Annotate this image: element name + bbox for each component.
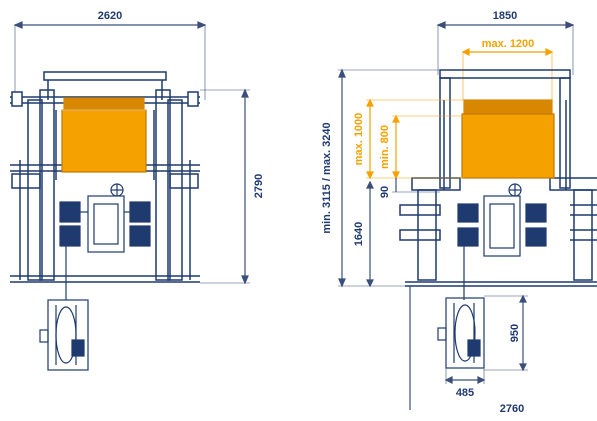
- right-drum-height-label: 950: [509, 324, 521, 342]
- right-drum-height-dimension-line: [484, 294, 528, 372]
- right-lift-max-label: max. 1000: [353, 113, 365, 166]
- right-total-height-dimension-line: [338, 68, 440, 288]
- right-gantry-frame: [399, 69, 597, 287]
- left-view: [10, 21, 250, 371]
- right-bottom-length-label: 2760: [500, 403, 524, 415]
- right-max-width-dimension-line: [461, 48, 554, 100]
- left-height-label: 2790: [253, 174, 265, 198]
- right-width-label: 1850: [493, 10, 517, 22]
- right-max-width-label: max. 1200: [482, 38, 535, 50]
- right-cargo-box: [461, 99, 555, 179]
- left-width-dimension-line: [13, 21, 207, 100]
- right-gap-label: 90: [379, 186, 391, 198]
- right-view: [338, 21, 597, 410]
- right-drum-width-label: 485: [456, 387, 474, 399]
- right-base-height-label: 1640: [353, 222, 365, 246]
- right-gap-dimension-line: [392, 178, 440, 193]
- right-cable-drum: [437, 297, 485, 369]
- left-cable-drum: [39, 299, 89, 371]
- right-total-height-label: min. 3115 / max. 3240: [321, 122, 333, 233]
- left-width-label: 2620: [98, 10, 122, 22]
- right-drum-width-dimension-line: [444, 368, 486, 384]
- right-lift-min-label: min. 800: [379, 125, 391, 169]
- left-height-dimension-line: [200, 88, 250, 285]
- right-hoist-unit: [457, 183, 547, 300]
- right-lift-min-dimension-line: [366, 114, 464, 180]
- right-base-height-dimension-line: [366, 180, 374, 288]
- left-cargo-box: [61, 97, 147, 173]
- right-lift-max-dimension-line: [366, 98, 464, 180]
- left-hoist-unit: [59, 183, 151, 300]
- right-width-dimension-line: [436, 21, 575, 75]
